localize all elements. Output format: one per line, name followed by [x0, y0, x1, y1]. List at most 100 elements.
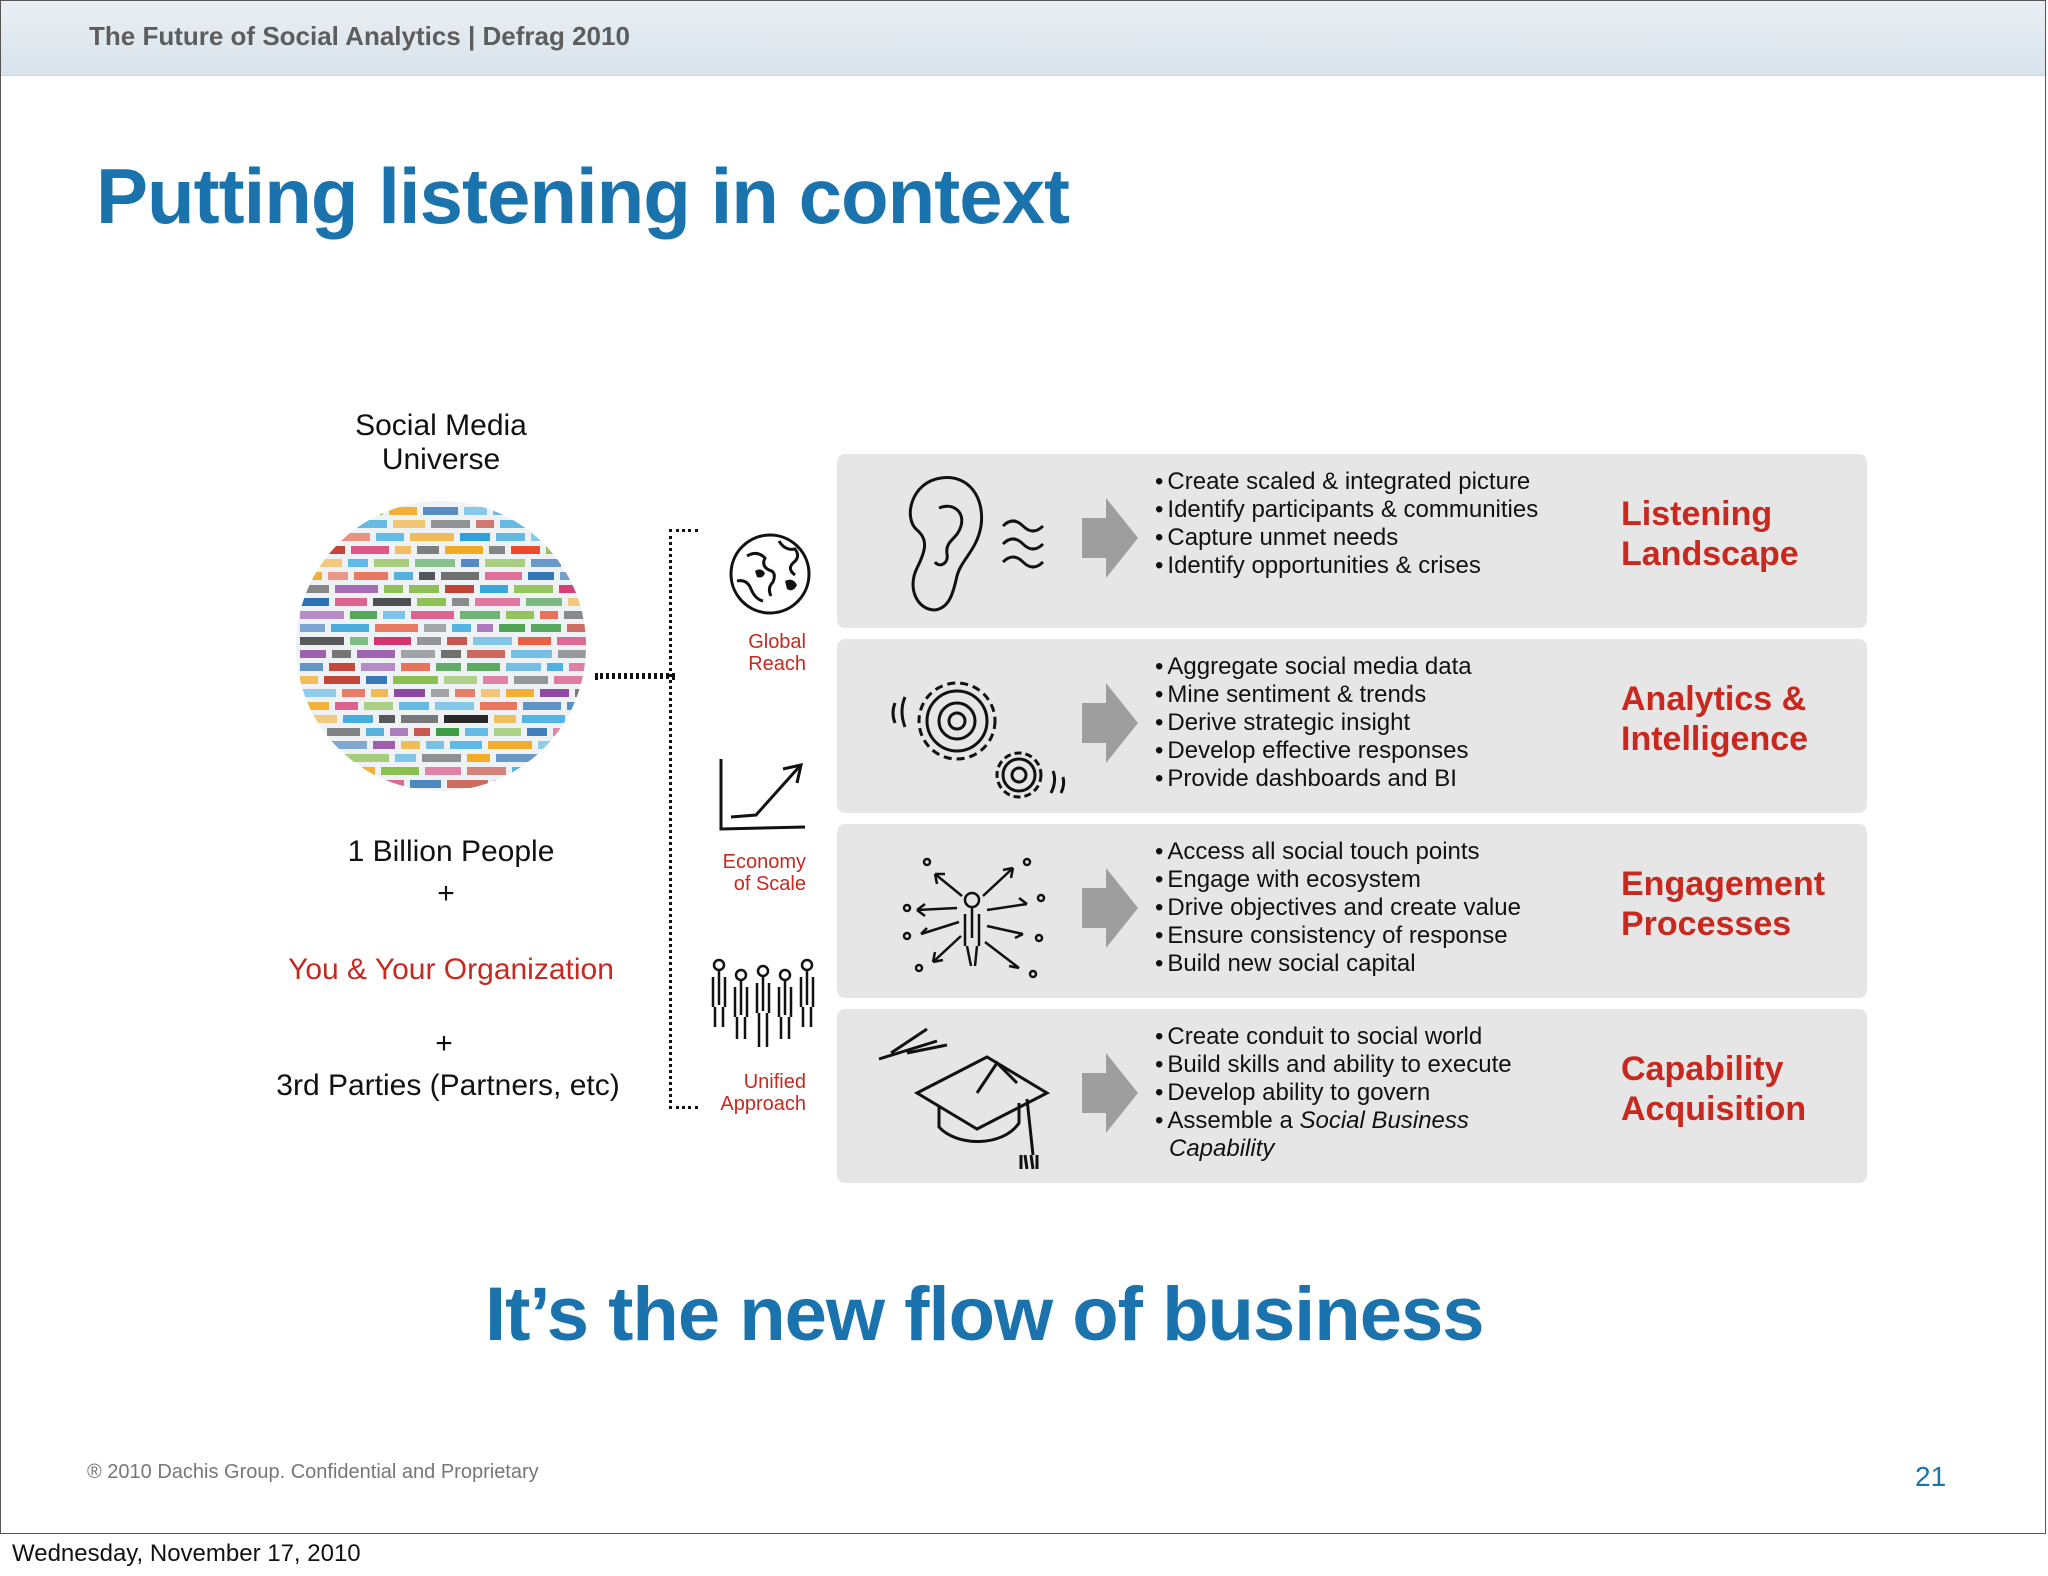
- logo-tile: [511, 546, 540, 554]
- logo-tile: [564, 611, 586, 619]
- logo-tile: [444, 676, 477, 684]
- logo-tile: [350, 637, 368, 645]
- logo-tile: [373, 741, 395, 749]
- logo-tile: [546, 546, 575, 554]
- logo-tile: [300, 598, 329, 606]
- logo-tile: [364, 702, 393, 710]
- logo-tile: [554, 507, 573, 515]
- logo-tile: [300, 507, 330, 515]
- panel-heading: Analytics & Intelligence: [1621, 679, 1861, 759]
- logo-tile: [422, 754, 461, 762]
- logo-tile: [426, 741, 444, 749]
- logo-tile: [300, 767, 337, 775]
- third-parties: 3rd Parties (Partners, etc): [276, 1069, 620, 1102]
- bullet-list: Aggregate social media data Mine sentime…: [1155, 653, 1595, 793]
- logo-tile: [514, 585, 553, 593]
- logo-tile: [300, 754, 338, 762]
- side-label-economy-of-scale: Economy of Scale: [691, 851, 806, 895]
- logo-tile: [423, 507, 458, 515]
- logo-tile: [300, 546, 345, 554]
- logo-tile: [554, 676, 586, 684]
- side-label-line1: Global: [748, 631, 806, 653]
- logo-tile: [447, 780, 488, 788]
- logo-tile: [575, 689, 586, 697]
- logo-tile: [435, 702, 474, 710]
- side-label-unified-approach: Unified Approach: [691, 1071, 806, 1115]
- bullet-item: Build skills and ability to execute: [1155, 1051, 1595, 1079]
- logo-tile: [332, 650, 351, 658]
- dotted-bracket: [669, 529, 698, 1109]
- print-date: Wednesday, November 17, 2010: [12, 1540, 361, 1567]
- logo-tile: [523, 702, 561, 710]
- logo-tile: [300, 728, 321, 736]
- logo-tile: [341, 533, 370, 541]
- logo-tile: [394, 689, 425, 697]
- logo-tile: [499, 624, 525, 632]
- logo-tile: [467, 650, 505, 658]
- logo-tile: [401, 715, 438, 723]
- logo-tile: [417, 598, 446, 606]
- logo-tile: [373, 598, 411, 606]
- logo-tile: [528, 572, 554, 580]
- logo-tile: [460, 533, 490, 541]
- panel-analytics-intelligence: Aggregate social media data Mine sentime…: [837, 639, 1867, 813]
- logo-tile: [540, 689, 569, 697]
- logo-tile: [300, 585, 329, 593]
- logo-tile: [431, 689, 449, 697]
- logo-tile: [401, 650, 435, 658]
- logo-tile: [344, 754, 389, 762]
- logo-tile: [558, 650, 586, 658]
- logo-tile: [409, 585, 439, 593]
- logo-tile: [493, 507, 525, 515]
- plus-sign-2: +: [435, 1027, 453, 1060]
- logo-tile: [547, 663, 563, 671]
- logo-tile: [384, 585, 403, 593]
- bullet-item: Build new social capital: [1155, 950, 1595, 978]
- logo-tile: [348, 559, 368, 567]
- logo-tile: [335, 585, 378, 593]
- bullet-item: Aggregate social media data: [1155, 653, 1595, 681]
- logo-tile: [445, 585, 474, 593]
- logo-tile: [379, 715, 395, 723]
- logo-tile: [467, 663, 500, 671]
- arrow-right-icon: [1082, 1053, 1138, 1133]
- logo-tile: [300, 689, 336, 697]
- logo-tile: [342, 520, 387, 528]
- logo-tile: [393, 520, 425, 528]
- side-label-line1: Unified: [743, 1071, 806, 1093]
- logo-tile: [452, 624, 471, 632]
- bullet-item: Develop ability to govern: [1155, 1079, 1595, 1107]
- logo-tile: [496, 754, 540, 762]
- bullet-list: Create scaled & integrated picture Ident…: [1155, 468, 1595, 580]
- people-group-icon: [711, 958, 815, 1047]
- ear-icon: [908, 476, 1045, 612]
- logo-tile: [483, 676, 508, 684]
- people-count: 1 Billion People: [347, 835, 555, 868]
- bullet-item: Develop effective responses: [1155, 737, 1595, 765]
- logo-tile: [411, 611, 454, 619]
- logo-tile: [531, 559, 561, 567]
- logo-tile: [511, 650, 552, 658]
- panel-heading: Listening Landscape: [1621, 494, 1861, 574]
- panel-engagement-processes: Access all social touch points Engage wi…: [837, 824, 1867, 998]
- logo-tile: [527, 728, 547, 736]
- logo-tile: [376, 533, 404, 541]
- bullet-item: Create conduit to social world: [1155, 1023, 1595, 1051]
- logo-tile: [335, 598, 367, 606]
- logo-tile: [342, 689, 365, 697]
- logo-tile: [354, 572, 388, 580]
- gears-icon: [891, 681, 1066, 799]
- logo-tile: [467, 767, 506, 775]
- logo-tile: [460, 611, 500, 619]
- logo-tile: [577, 754, 586, 762]
- person-network-icon: [902, 857, 1046, 979]
- logo-tile: [419, 572, 435, 580]
- logo-tile: [441, 650, 461, 658]
- universe-label-line2: Universe: [381, 443, 501, 476]
- logo-tile: [343, 715, 373, 723]
- arrow-right-icon: [1082, 868, 1138, 948]
- logo-tile: [389, 507, 417, 515]
- logo-tile: [560, 572, 578, 580]
- logo-tile: [467, 754, 490, 762]
- panel-heading-line2: Intelligence: [1621, 720, 1809, 758]
